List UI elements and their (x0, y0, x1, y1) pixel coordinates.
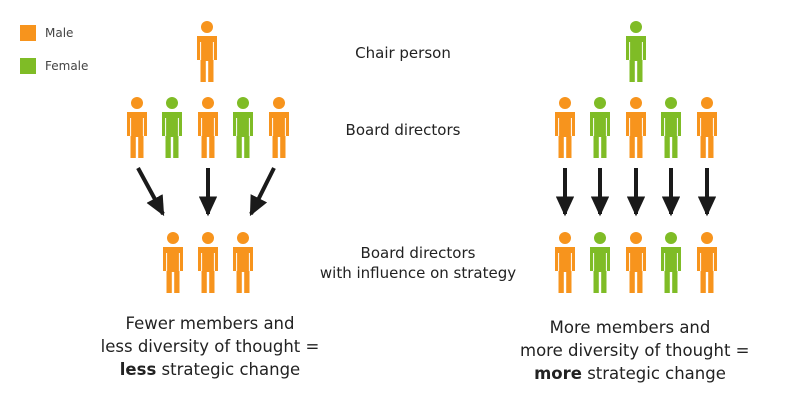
right-influential-2-female-person-icon (590, 232, 610, 293)
label-influential-line2: with influence on strategy (319, 264, 517, 282)
arrow-left-3 (249, 167, 276, 217)
legend-male: Male (20, 25, 73, 41)
legend-female: Female (20, 58, 88, 74)
right-caption-line1: More members and (549, 318, 711, 337)
label-influential-line1: Board directors (360, 244, 476, 262)
right-chair-female-person-icon (626, 21, 646, 82)
label-board-directors: Board directors (345, 121, 461, 139)
left-influential-1-male-person-icon (163, 232, 183, 293)
left-chair-male-person-icon (197, 21, 217, 82)
right-board-1-male-person-icon (555, 97, 575, 158)
left-board-2-female-person-icon (162, 97, 182, 158)
right-board-2-female-person-icon (590, 97, 610, 158)
left-caption-bold: less (119, 360, 157, 379)
right-board-4-female-person-icon (661, 97, 681, 158)
right-influential-5-male-person-icon (697, 232, 717, 293)
legend-female-label: Female (45, 59, 89, 73)
right-caption-bold: more (534, 364, 582, 383)
left-influential-2-male-person-icon (198, 232, 218, 293)
label-chair-person: Chair person (355, 44, 451, 62)
left-board-3-male-person-icon (198, 97, 218, 158)
right-influential-1-male-person-icon (555, 232, 575, 293)
right-caption: More members and more diversity of thoug… (520, 316, 750, 385)
right-board-5-male-person-icon (697, 97, 717, 158)
left-caption: Fewer members and less diversity of thou… (100, 312, 320, 381)
left-caption-line1: Fewer members and (125, 314, 295, 333)
left-board-1-male-person-icon (127, 97, 147, 158)
left-board-4-female-person-icon (233, 97, 253, 158)
left-caption-rest: strategic change (156, 360, 301, 379)
right-board-3-male-person-icon (626, 97, 646, 158)
legend-male-swatch (20, 25, 36, 41)
left-influential-3-male-person-icon (233, 232, 253, 293)
arrow-left-1 (136, 167, 165, 217)
left-caption-line3: less strategic change (100, 358, 320, 381)
right-caption-line3: more strategic change (520, 362, 740, 385)
legend-male-label: Male (45, 26, 74, 40)
right-influential-3-male-person-icon (626, 232, 646, 293)
legend-female-swatch (20, 58, 36, 74)
right-caption-rest: strategic change (581, 364, 726, 383)
right-caption-line2: more diversity of thought = (520, 341, 750, 360)
left-board-5-male-person-icon (269, 97, 289, 158)
right-influential-4-female-person-icon (661, 232, 681, 293)
left-caption-line2: less diversity of thought = (100, 337, 320, 356)
